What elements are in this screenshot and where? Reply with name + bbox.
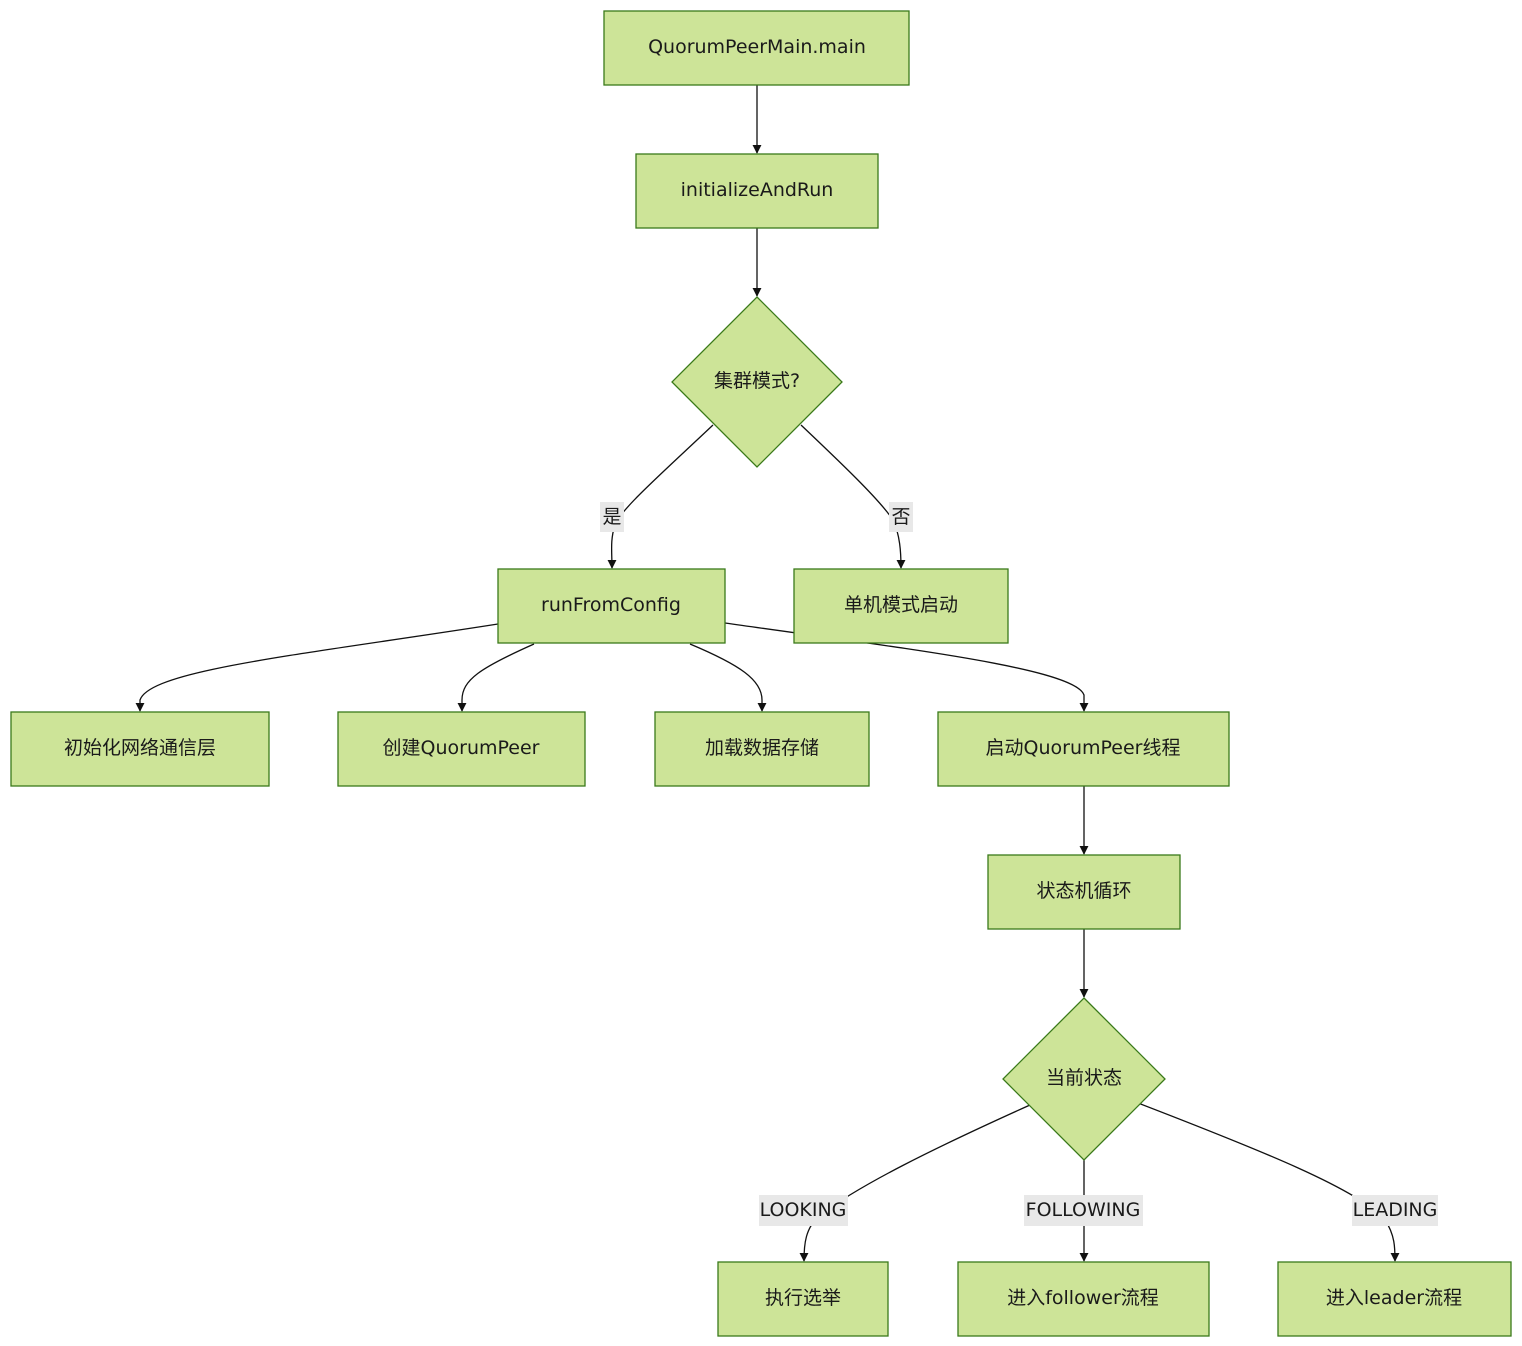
node-standalone-start: 单机模式启动 bbox=[793, 568, 1009, 644]
node-enter-leader-flow: 进入leader流程 bbox=[1277, 1261, 1512, 1337]
svg-text:初始化网络通信层: 初始化网络通信层 bbox=[64, 737, 216, 759]
edge-label-yes: 是 bbox=[602, 506, 621, 528]
node-start-quorum-peer-thread: 启动QuorumPeer线程 bbox=[937, 711, 1230, 787]
edge-label-looking: LOOKING bbox=[760, 1199, 847, 1221]
node-init-network-layer: 初始化网络通信层 bbox=[10, 711, 270, 787]
edges bbox=[135, 85, 1400, 1262]
svg-text:状态机循环: 状态机循环 bbox=[1036, 880, 1131, 902]
edge-runfromconfig-to-create-peer bbox=[457, 643, 535, 712]
edge-runfromconfig-to-init-network bbox=[135, 623, 499, 712]
node-load-data-storage: 加载数据存储 bbox=[654, 711, 870, 787]
edge-label-leading-bg bbox=[1352, 1195, 1438, 1226]
svg-text:单机模式启动: 单机模式启动 bbox=[844, 594, 958, 616]
svg-text:加载数据存储: 加载数据存储 bbox=[705, 737, 819, 759]
svg-text:启动QuorumPeer线程: 启动QuorumPeer线程 bbox=[986, 737, 1181, 759]
node-create-quorum-peer: 创建QuorumPeer bbox=[337, 711, 586, 787]
svg-text:initializeAndRun: initializeAndRun bbox=[681, 179, 834, 201]
decision-cluster-mode: 集群模式? bbox=[671, 296, 843, 468]
edge-label-following: FOLLOWING bbox=[1026, 1199, 1141, 1221]
svg-text:QuorumPeerMain.main: QuorumPeerMain.main bbox=[648, 36, 866, 58]
edge-label-yes-bg bbox=[600, 502, 624, 532]
edge-label-leading: LEADING bbox=[1353, 1199, 1438, 1221]
edge-runfromconfig-to-load-storage bbox=[689, 643, 767, 712]
node-enter-follower-flow: 进入follower流程 bbox=[957, 1261, 1210, 1337]
node-state-machine-loop: 状态机循环 bbox=[987, 854, 1181, 930]
edge-label-looking-bg bbox=[759, 1195, 848, 1226]
node-quorum-peer-main: QuorumPeerMain.main bbox=[603, 10, 910, 86]
edge-state-looking-to-election bbox=[799, 1104, 1031, 1262]
edge-label-following-bg bbox=[1024, 1195, 1143, 1226]
node-run-election: 执行选举 bbox=[717, 1261, 889, 1337]
edge-decision-no-to-standalone bbox=[800, 424, 906, 569]
edge-decision-yes-to-runfromconfig bbox=[607, 424, 714, 569]
svg-text:集群模式?: 集群模式? bbox=[714, 370, 800, 392]
edge-label-no-bg bbox=[889, 502, 913, 532]
svg-text:当前状态: 当前状态 bbox=[1046, 1067, 1122, 1089]
svg-text:进入leader流程: 进入leader流程 bbox=[1326, 1287, 1462, 1309]
svg-text:runFromConfig: runFromConfig bbox=[541, 594, 681, 616]
decision-current-state: 当前状态 bbox=[1002, 997, 1166, 1161]
nodes: QuorumPeerMain.main initializeAndRun 集群模… bbox=[10, 10, 1512, 1337]
edge-label-no: 否 bbox=[891, 506, 910, 528]
edge-labels: 是 否 LOOKING FOLLOWING LEADING bbox=[600, 502, 1438, 1226]
svg-text:执行选举: 执行选举 bbox=[765, 1287, 841, 1309]
edge-state-leading-to-leader bbox=[1137, 1102, 1400, 1262]
svg-text:进入follower流程: 进入follower流程 bbox=[1007, 1287, 1159, 1309]
svg-text:创建QuorumPeer: 创建QuorumPeer bbox=[383, 737, 540, 759]
node-initialize-and-run: initializeAndRun bbox=[635, 153, 879, 229]
node-run-from-config: runFromConfig bbox=[497, 568, 726, 644]
